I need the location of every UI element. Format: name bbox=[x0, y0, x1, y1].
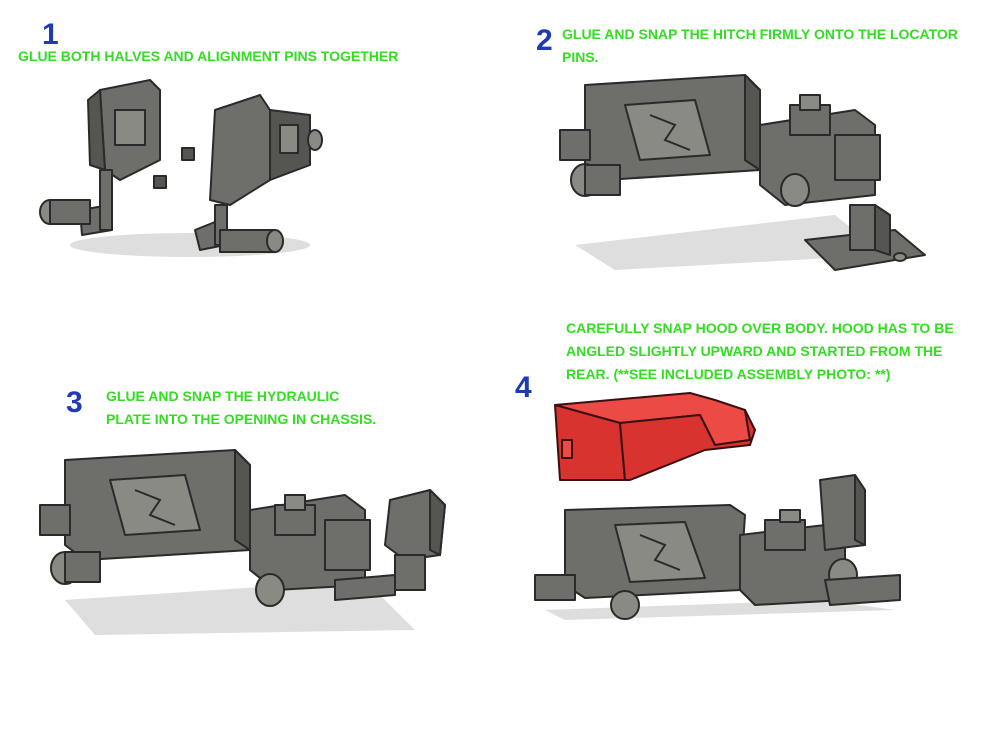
step-3-line-1: GLUE AND SNAP THE HYDRAULIC bbox=[106, 388, 340, 404]
step-4-chassis-illustration bbox=[534, 474, 901, 620]
step-4-hood-illustration bbox=[554, 392, 756, 481]
right-half-part bbox=[194, 94, 323, 253]
chassis-assembly bbox=[39, 449, 396, 607]
step-2-illustration bbox=[559, 74, 926, 271]
step-1-instruction: GLUE BOTH HALVES AND ALIGNMENT PINS TOGE… bbox=[18, 45, 398, 68]
step-4-instruction: CAREFULLY SNAP HOOD OVER BODY. HOOD HAS … bbox=[566, 317, 954, 386]
step-1-line-1: GLUE BOTH HALVES AND ALIGNMENT PINS TOGE… bbox=[18, 48, 399, 64]
step-2-line-2: PINS. bbox=[562, 49, 599, 65]
step-3-number: 3 bbox=[66, 386, 83, 419]
step-3-line-2: PLATE INTO THE OPENING IN CHASSIS. bbox=[106, 411, 377, 427]
step-3-illustration bbox=[39, 449, 446, 635]
step-3-instruction: GLUE AND SNAP THE HYDRAULIC PLATE INTO T… bbox=[106, 385, 376, 431]
step-4-line-1: CAREFULLY SNAP HOOD OVER BODY. HOOD HAS … bbox=[566, 320, 954, 336]
step-4-number: 4 bbox=[515, 371, 532, 404]
hood-part bbox=[554, 392, 756, 481]
alignment-pin-2 bbox=[153, 175, 167, 189]
hydraulic-plate-part bbox=[384, 489, 446, 591]
step-2-instruction: GLUE AND SNAP THE HITCH FIRMLY ONTO THE … bbox=[562, 23, 958, 69]
step-2-number: 2 bbox=[536, 24, 553, 57]
hitch-part bbox=[804, 204, 926, 271]
step-4-line-2: ANGLED SLIGHTLY UPWARD AND STARTED FROM … bbox=[566, 343, 943, 359]
left-half-part bbox=[39, 79, 161, 236]
alignment-pin-1 bbox=[181, 147, 195, 161]
step-2-line-1: GLUE AND SNAP THE HITCH FIRMLY ONTO THE … bbox=[562, 26, 958, 42]
chassis-assembly bbox=[559, 74, 881, 207]
step-1-illustration bbox=[39, 79, 323, 257]
chassis-assembly bbox=[534, 474, 901, 620]
step-4-line-3: REAR. (**SEE INCLUDED ASSEMBLY PHOTO: **… bbox=[566, 366, 891, 382]
step-1-number: 1 bbox=[42, 18, 59, 51]
